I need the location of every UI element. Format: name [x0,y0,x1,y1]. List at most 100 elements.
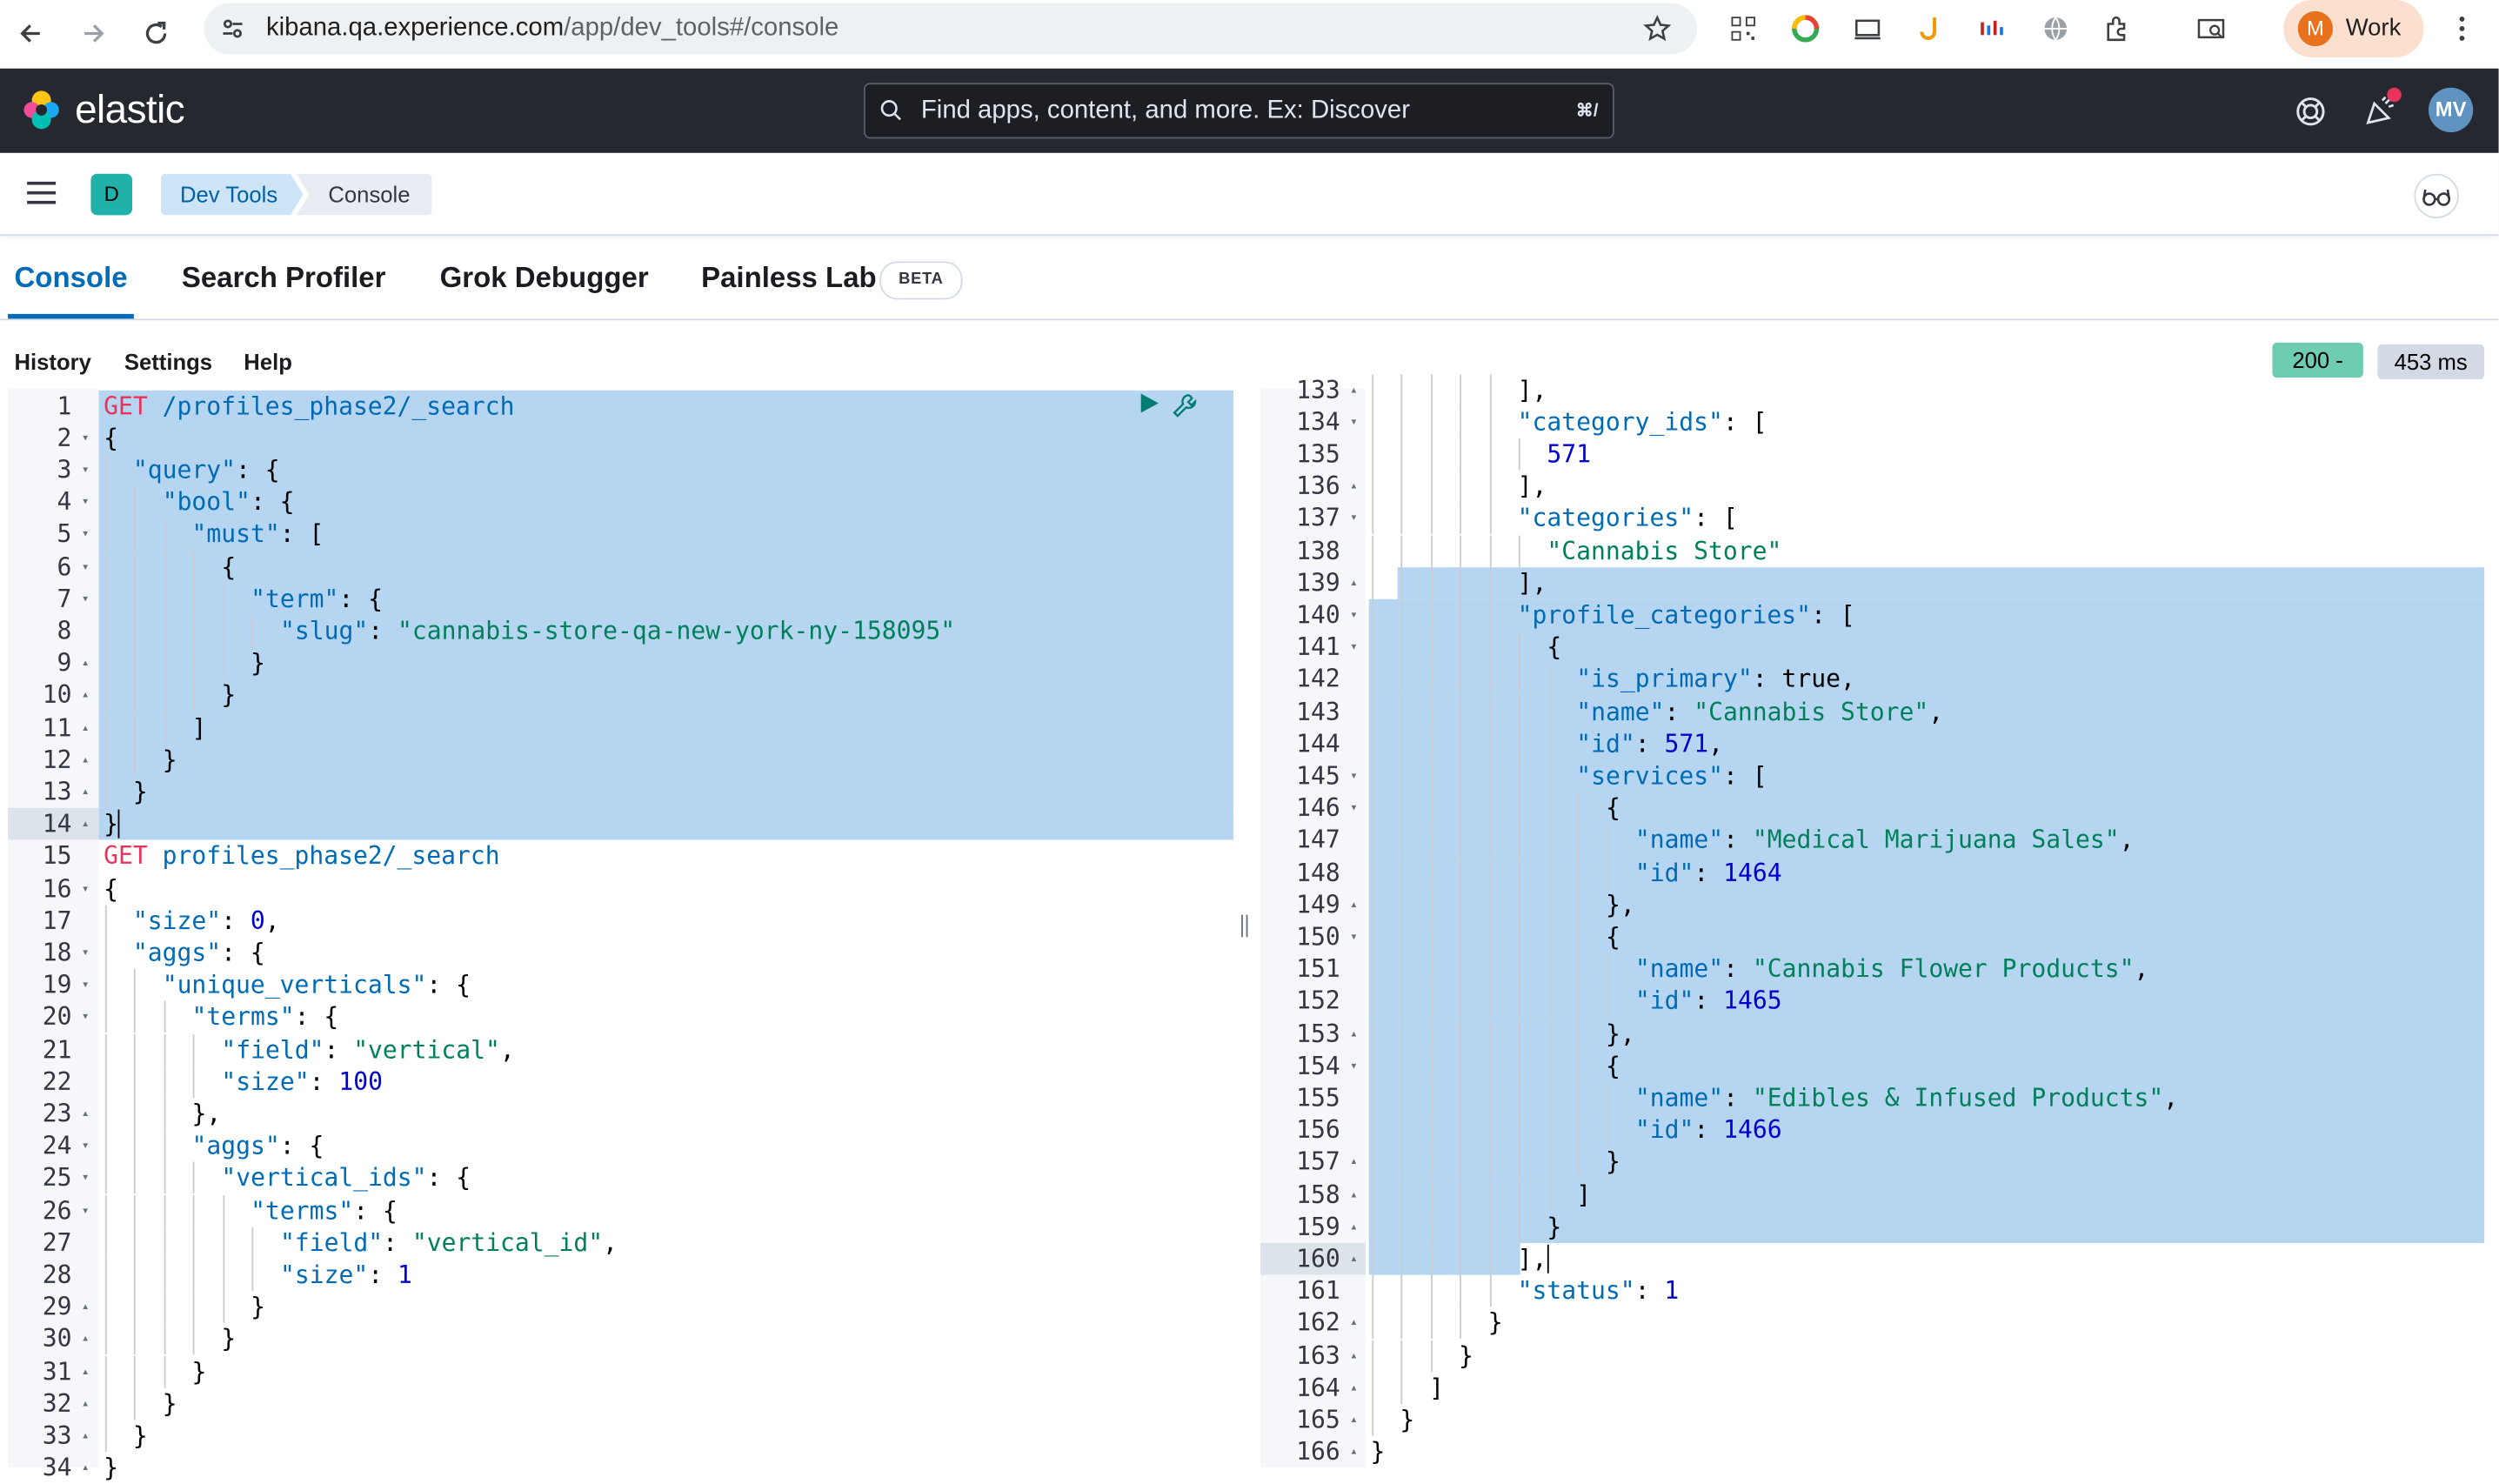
fold-collapse-icon[interactable]: ▾ [81,1138,90,1153]
code-line[interactable]: } [1547,1212,1562,1241]
fold-end-icon[interactable]: ▴ [81,1106,90,1120]
code-line[interactable]: "field": "vertical", [221,1034,515,1064]
code-line[interactable]: "id": 1464 [1634,858,1782,887]
code-line[interactable]: "categories": [ [1517,504,1738,533]
news-feed-icon[interactable] [2363,94,2398,129]
code-line[interactable]: "term": { [251,584,384,613]
code-line[interactable]: } [104,809,118,839]
fold-collapse-icon[interactable]: ▾ [1350,510,1358,525]
code-line[interactable]: } [132,777,148,806]
code-line[interactable]: }, [1606,1019,1635,1048]
browser-menu-icon[interactable] [2449,14,2475,43]
fold-end-icon[interactable]: ▴ [1350,1411,1358,1427]
code-line[interactable]: { [1606,793,1620,823]
fold-collapse-icon[interactable]: ▾ [81,591,90,605]
code-line[interactable]: } [162,745,177,774]
tab-painless-lab[interactable]: Painless Lab [701,261,877,294]
elastic-logo-icon[interactable] [19,88,63,132]
fold-end-icon[interactable]: ▴ [1350,478,1358,493]
code-line[interactable]: "size": 1 [279,1260,412,1289]
fold-end-icon[interactable]: ▴ [81,752,90,766]
fold-collapse-icon[interactable]: ▾ [81,945,90,959]
curl-extension-icon[interactable] [1915,14,1944,43]
code-line[interactable]: ], [1517,1244,1547,1273]
fold-end-icon[interactable]: ▴ [1350,1347,1358,1362]
code-line[interactable]: } [1458,1340,1473,1370]
fold-end-icon[interactable]: ▴ [81,816,90,831]
code-line[interactable]: "vertical_ids": { [221,1163,471,1193]
code-line[interactable]: "category_ids": [ [1517,407,1767,437]
code-line[interactable]: "must": [ [191,519,324,549]
code-line[interactable]: "services": [ [1576,761,1767,791]
fold-end-icon[interactable]: ▴ [1350,896,1358,912]
glasses-icon[interactable] [2414,173,2459,218]
fold-end-icon[interactable]: ▴ [81,784,90,799]
fold-collapse-icon[interactable]: ▾ [81,977,90,992]
tab-console[interactable]: Console [14,261,128,294]
code-line[interactable]: } [251,1292,266,1321]
breadcrumb-dev-tools[interactable]: Dev Tools [161,174,303,216]
fold-end-icon[interactable]: ▴ [1350,1153,1358,1169]
code-line[interactable]: GET profiles_phase2/_search [104,841,500,871]
code-line[interactable]: { [1606,922,1620,952]
code-line[interactable]: "id": 1466 [1634,1115,1782,1145]
fold-collapse-icon[interactable]: ▾ [1350,767,1358,783]
fold-end-icon[interactable]: ▴ [1350,1186,1358,1201]
code-line[interactable]: "profile_categories": [ [1517,600,1855,630]
fold-collapse-icon[interactable]: ▾ [1350,606,1358,622]
request-code[interactable]: GET /profiles_phase2/_search{"query": {"… [98,389,1233,1482]
fold-end-icon[interactable]: ▴ [1350,1314,1358,1330]
code-line[interactable]: "name": "Cannabis Flower Products", [1634,954,2149,984]
code-line[interactable]: } [104,1453,118,1482]
fold-end-icon[interactable]: ▴ [81,1331,90,1346]
forward-icon[interactable] [80,19,109,48]
code-line[interactable]: ] [191,712,207,742]
fold-end-icon[interactable]: ▴ [1350,574,1358,590]
site-settings-icon[interactable] [220,16,245,41]
fold-collapse-icon[interactable]: ▾ [81,494,90,509]
code-line[interactable]: "id": 571, [1576,729,1724,759]
fold-collapse-icon[interactable]: ▾ [81,526,90,541]
elastic-logo-text[interactable]: elastic [75,87,185,133]
metrics-extension-icon[interactable] [1978,14,2007,43]
code-line[interactable]: "aggs": { [132,938,265,967]
response-code[interactable]: ],"category_ids": [571],"categories": ["… [1366,373,2485,1467]
tab-search-icon[interactable] [2197,14,2226,43]
fold-end-icon[interactable]: ▴ [81,1395,90,1410]
code-line[interactable]: "slug": "cannabis-store-qa-new-york-ny-1… [279,616,956,645]
fold-collapse-icon[interactable]: ▾ [81,1202,90,1217]
code-line[interactable]: } [1606,1147,1620,1177]
fold-collapse-icon[interactable]: ▾ [81,1170,90,1185]
fold-end-icon[interactable]: ▴ [1350,1443,1358,1459]
send-request-icon[interactable] [1139,392,1160,415]
menu-hamburger-icon[interactable] [25,180,57,205]
code-line[interactable]: "size": 0, [132,906,280,935]
fold-collapse-icon[interactable]: ▾ [81,558,90,573]
color-extension-icon[interactable] [1791,14,1820,43]
help-link[interactable]: Help [244,349,292,375]
code-line[interactable]: "size": 100 [221,1066,383,1096]
code-line[interactable]: "status": 1 [1517,1276,1680,1306]
fold-collapse-icon[interactable]: ▾ [1350,1057,1358,1073]
code-line[interactable]: "Cannabis Store" [1547,536,1782,565]
code-line[interactable]: "terms": { [191,1002,339,1032]
code-line[interactable]: "is_primary": true, [1576,665,1855,694]
code-line[interactable]: "query": { [132,455,280,485]
code-line[interactable]: ] [1576,1180,1592,1209]
fold-collapse-icon[interactable]: ▾ [1350,638,1358,654]
code-line[interactable]: { [1547,632,1562,662]
code-line[interactable]: } [251,648,266,678]
space-avatar[interactable]: D [90,173,133,216]
global-search-input[interactable]: Find apps, content, and more. Ex: Discov… [863,83,1614,139]
code-line[interactable]: "name": "Edibles & Infused Products", [1634,1083,2179,1113]
wrench-icon[interactable] [1172,392,1199,419]
cast-icon[interactable] [1854,14,1882,43]
code-line[interactable]: { [104,423,118,452]
browser-profile-button[interactable]: M Work [2283,0,2424,57]
code-line[interactable]: } [162,1388,177,1418]
qr-code-icon[interactable] [1729,14,1758,43]
fold-collapse-icon[interactable]: ▾ [1350,799,1358,815]
code-line[interactable]: { [221,551,237,581]
